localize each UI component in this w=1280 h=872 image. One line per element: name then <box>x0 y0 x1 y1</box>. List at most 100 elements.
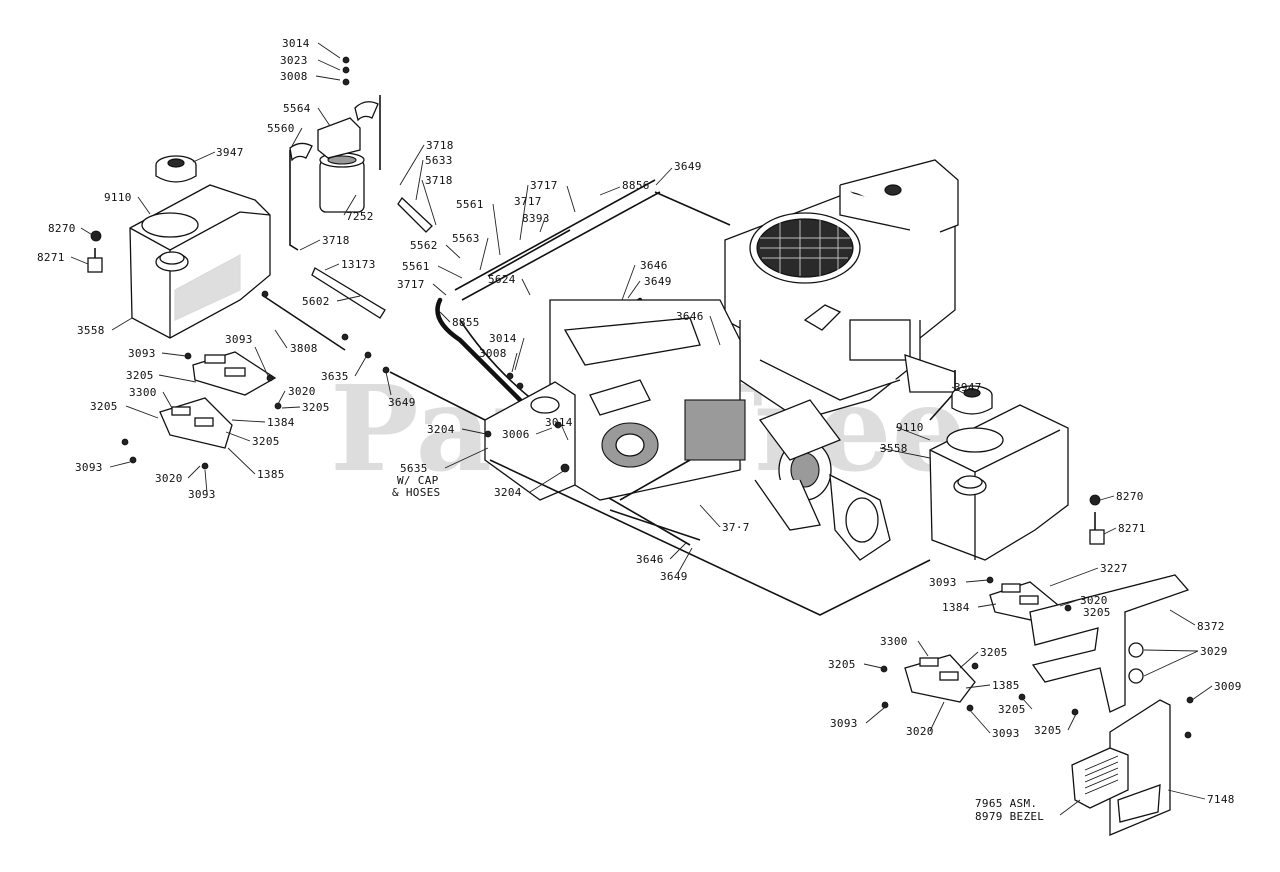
callout-label: 7148 <box>1207 793 1235 806</box>
callout-label: 3808 <box>290 342 318 355</box>
right-fuel-cap <box>951 385 993 415</box>
callout-label: 7965 ASM. <box>975 797 1037 810</box>
callout-label: 3020 <box>1080 594 1108 607</box>
callout-label: 8372 <box>1197 620 1225 633</box>
callout-label: 5624 <box>488 273 516 286</box>
callout-label: 3717 <box>530 179 558 192</box>
callout-label: 3204 <box>427 423 455 436</box>
callout-label: 3023 <box>280 54 308 67</box>
callout-label: 3205 <box>126 369 154 382</box>
hydro-transmission <box>549 299 891 561</box>
right-fuel-valve <box>1089 494 1105 545</box>
callout-label: 3008 <box>479 347 507 360</box>
callout-label: 3558 <box>77 324 105 337</box>
callout-label: 5562 <box>410 239 438 252</box>
callout-label: 5561 <box>402 260 430 273</box>
left-bracket-lower <box>159 397 233 449</box>
left-fuel-tank <box>129 184 271 339</box>
leader-lines <box>70 42 1213 816</box>
callout-label: 3093 <box>830 717 858 730</box>
callout-label: 3646 <box>676 310 704 323</box>
callout-label: 5633 <box>425 154 453 167</box>
left-hardware <box>121 290 562 470</box>
callout-label: 3029 <box>1200 645 1228 658</box>
callout-label: 3020 <box>906 725 934 738</box>
fuel-filter-assembly <box>289 56 379 213</box>
callout-label: 8855 <box>452 316 480 329</box>
callout-label: 8270 <box>48 222 76 235</box>
callout-label: 3093 <box>188 488 216 501</box>
callout-label: 8856 <box>622 179 650 192</box>
callout-label: 7252 <box>346 210 374 223</box>
callout-label: 3006 <box>502 428 530 441</box>
callout-label: 8979 BEZEL <box>975 810 1044 823</box>
rear-bumper-washers <box>1128 642 1144 684</box>
callout-label: 3649 <box>388 396 416 409</box>
callout-label: W/ CAP <box>397 474 439 487</box>
callout-label: 8270 <box>1116 490 1144 503</box>
right-fuel-tank <box>929 404 1069 561</box>
callout-label: 5602 <box>302 295 330 308</box>
right-hardware <box>880 576 1194 739</box>
callout-label: 3205 <box>980 646 1008 659</box>
callout-label: 3646 <box>636 553 664 566</box>
callout-label: 3205 <box>252 435 280 448</box>
callout-label: 8393 <box>522 212 550 225</box>
callout-label: 3649 <box>660 570 688 583</box>
callout-label: 3227 <box>1100 562 1128 575</box>
callout-labels: 3014 3023 3008 5564 5560 3947 9110 8270 … <box>37 37 1242 823</box>
callout-label: 3009 <box>1214 680 1242 693</box>
callout-label: 5635 <box>400 462 428 475</box>
rear-panel <box>1109 699 1171 836</box>
callout-label: 3717 <box>397 278 425 291</box>
callout-label: 1384 <box>267 416 295 429</box>
callout-label: 3649 <box>674 160 702 173</box>
callout-label: 3093 <box>225 333 253 346</box>
callout-label: 3093 <box>992 727 1020 740</box>
right-bracket-lower <box>904 654 976 703</box>
callout-label: 3300 <box>129 386 157 399</box>
callout-label: 3014 <box>282 37 310 50</box>
callout-label: 3205 <box>998 703 1026 716</box>
callout-label: 5563 <box>452 232 480 245</box>
callout-label: 5561 <box>456 198 484 211</box>
callout-label: 3646 <box>640 259 668 272</box>
callout-label: & HOSES <box>392 486 440 499</box>
bezel-assembly <box>1071 747 1129 809</box>
callout-label: 3014 <box>489 332 517 345</box>
callout-label: 1385 <box>992 679 1020 692</box>
callout-label: 3718 <box>322 234 350 247</box>
callout-label: 9110 <box>104 191 132 204</box>
engine <box>724 159 959 421</box>
left-fuel-valve <box>87 230 103 273</box>
callout-label: 3718 <box>425 174 453 187</box>
pump-assembly <box>484 381 576 501</box>
callout-label: 3093 <box>128 347 156 360</box>
callout-label: 8271 <box>37 251 65 264</box>
left-bracket-upper <box>192 351 277 396</box>
callout-label: 3947 <box>954 381 982 394</box>
callout-label: 3718 <box>426 139 454 152</box>
callout-label: 3205 <box>90 400 118 413</box>
callout-label: 3205 <box>828 658 856 671</box>
callout-label: 3947 <box>216 146 244 159</box>
callout-label: 3205 <box>1034 724 1062 737</box>
callout-label: 3649 <box>644 275 672 288</box>
callout-label: 3204 <box>494 486 522 499</box>
callout-label: 3014 <box>545 416 573 429</box>
callout-label: 9110 <box>896 421 924 434</box>
callout-label: 37·7 <box>722 521 750 534</box>
callout-label: 3717 <box>514 195 542 208</box>
callout-label: 3093 <box>75 461 103 474</box>
callout-label: 3020 <box>155 472 183 485</box>
callout-label: 8271 <box>1118 522 1146 535</box>
callout-label: 1384 <box>942 601 970 614</box>
callout-label: 3558 <box>880 442 908 455</box>
rear-bumper <box>1029 574 1190 713</box>
callout-label: 3205 <box>1083 606 1111 619</box>
callout-label: 3635 <box>321 370 349 383</box>
callout-label: 13173 <box>341 258 376 271</box>
left-fuel-cap <box>155 155 197 183</box>
